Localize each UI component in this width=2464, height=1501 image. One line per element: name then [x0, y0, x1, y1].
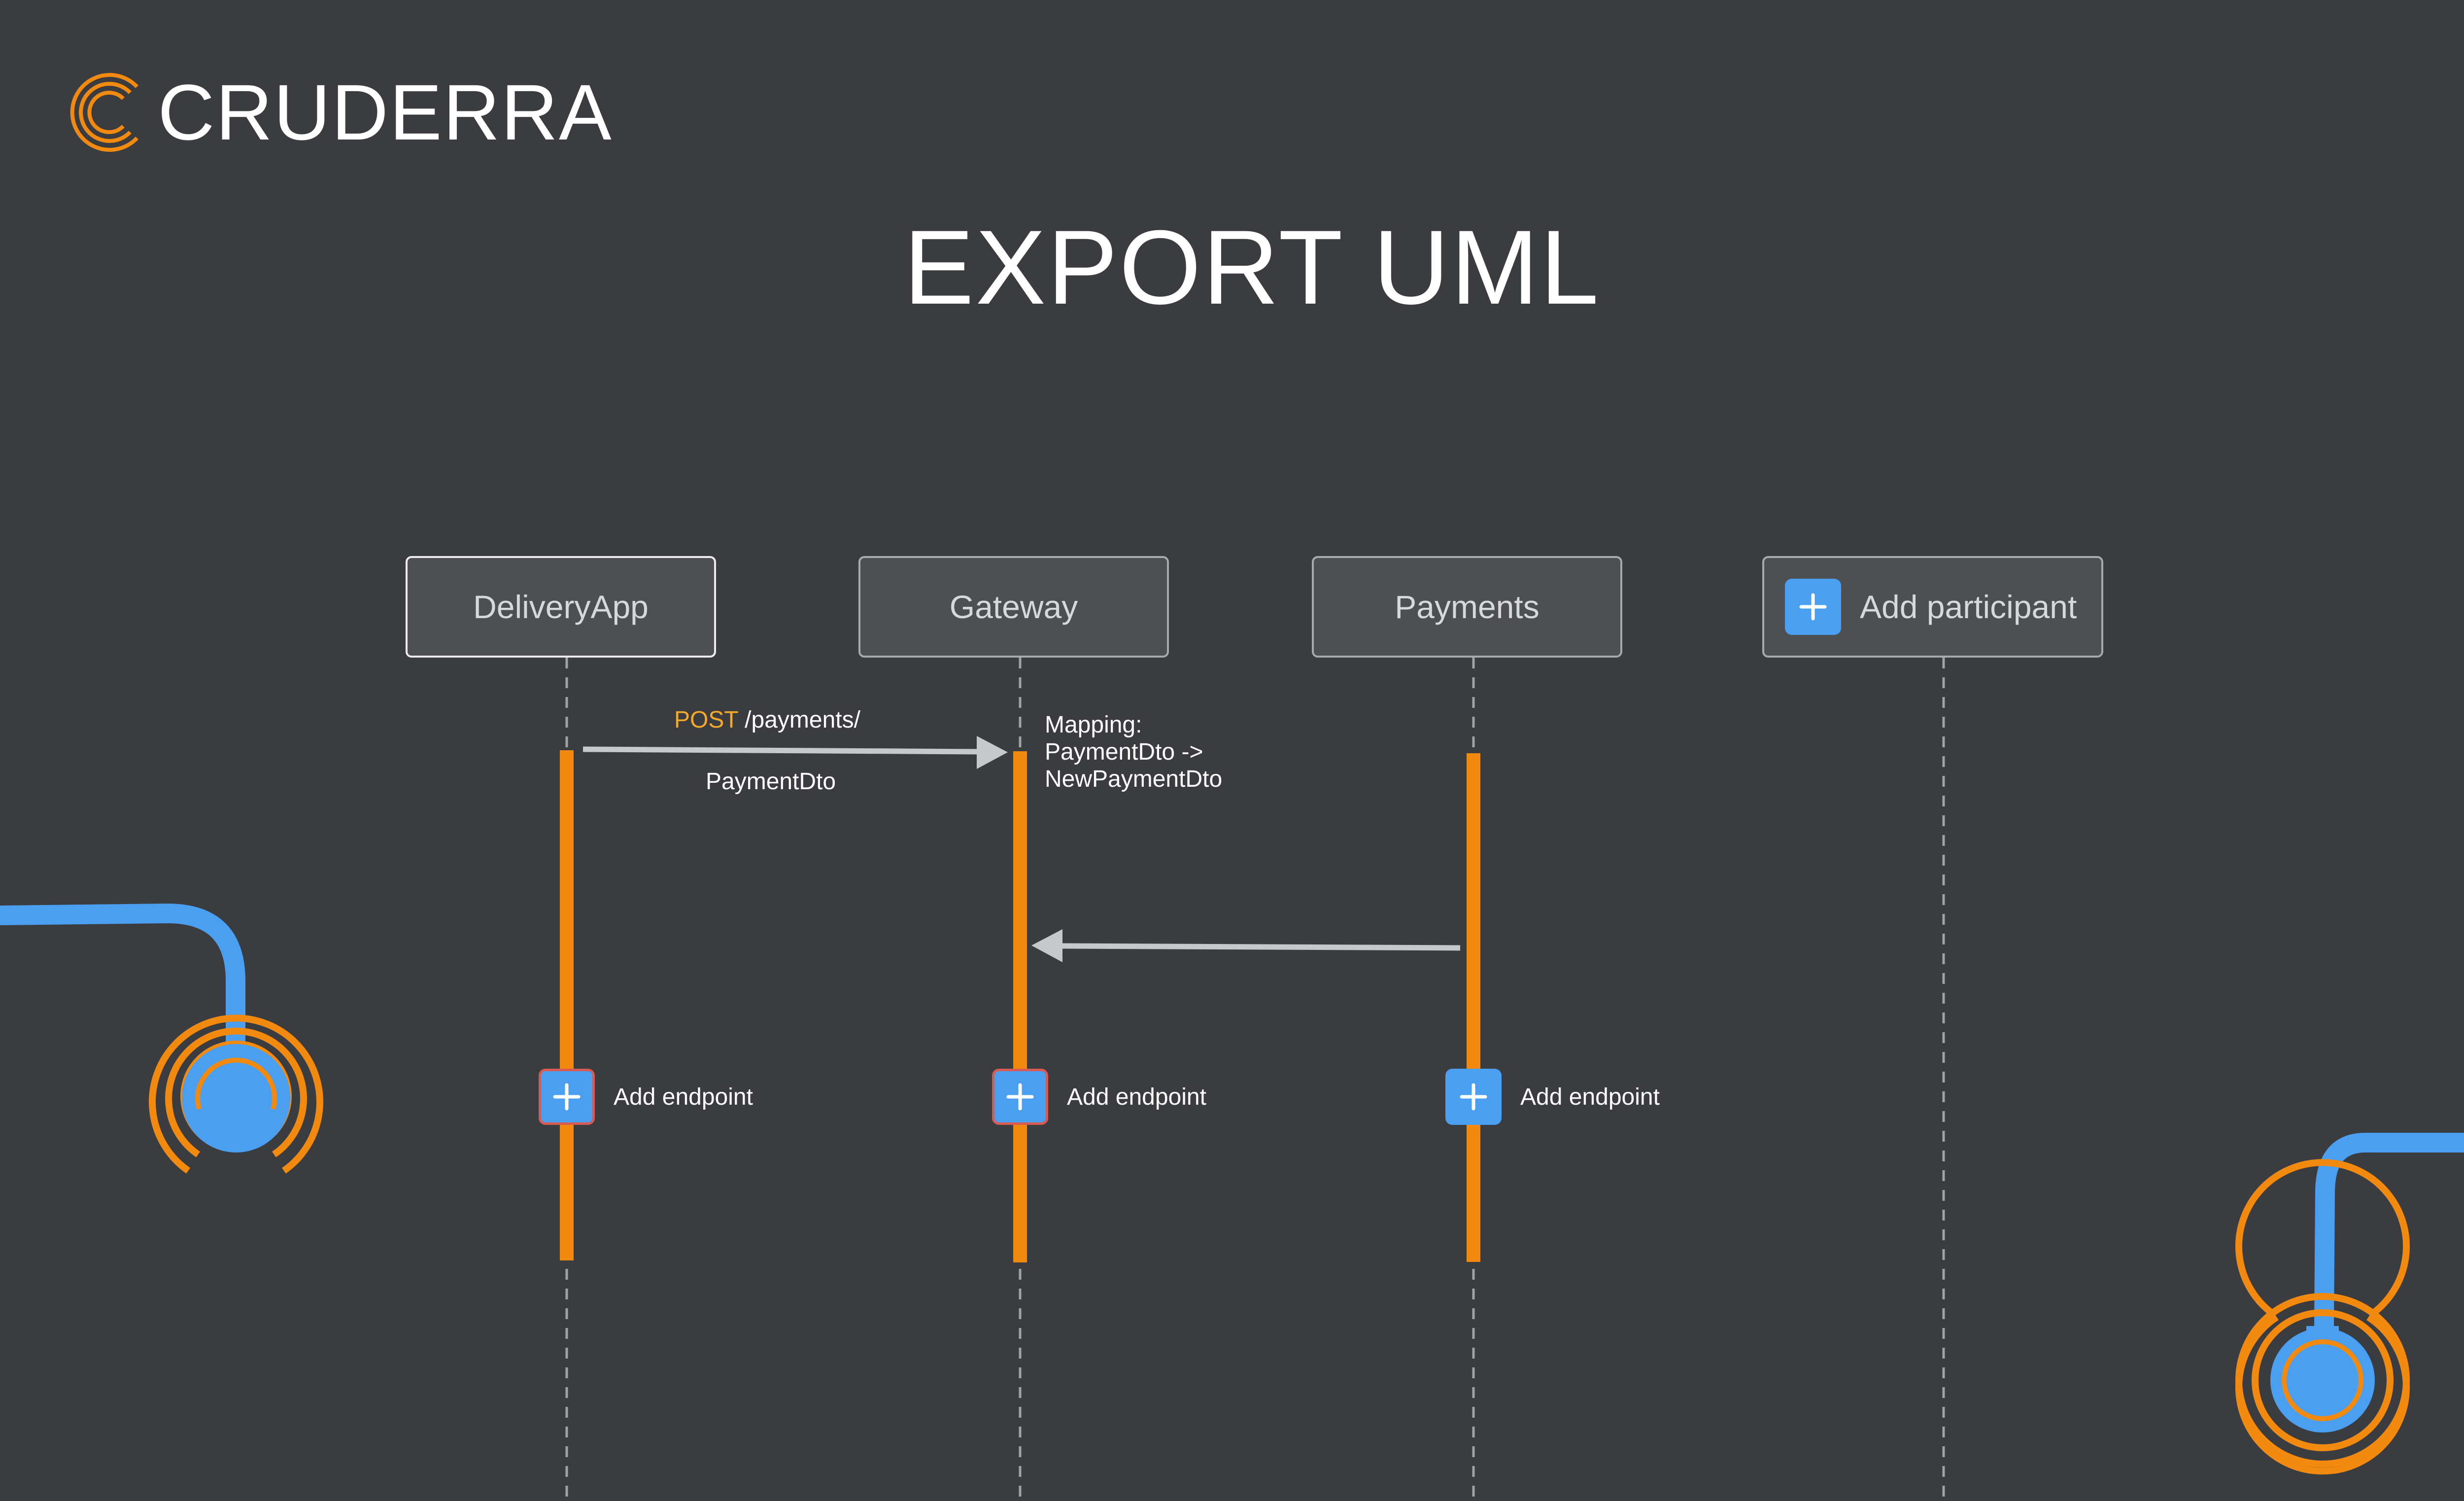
activation-bar-payments — [1467, 753, 1480, 1262]
add-endpoint-label: Add endpoint — [1067, 1083, 1206, 1110]
participant-label: Payments — [1395, 589, 1540, 625]
http-path: /payments/ — [745, 707, 860, 733]
add-endpoint-payments[interactable]: Add endpoint — [1445, 1067, 1660, 1126]
http-verb: POST — [674, 707, 738, 733]
activation-bar-deliveryapp — [560, 750, 574, 1260]
plus-icon[interactable] — [1445, 1069, 1502, 1125]
mapping-note-line: NewPaymentDto — [1045, 766, 1223, 793]
participant-label: Gateway — [949, 589, 1078, 625]
add-endpoint-gateway[interactable]: Add endpoint — [992, 1067, 1206, 1126]
cable-node-decoration-left — [0, 903, 323, 1174]
mapping-note-line: Mapping: — [1045, 712, 1142, 738]
add-endpoint-deliveryapp[interactable]: Add endpoint — [539, 1067, 753, 1126]
participant-payments[interactable]: Payments — [1312, 556, 1622, 658]
mapping-note: Mapping: PaymentDto -> NewPaymentDto — [1045, 711, 1222, 793]
participant-gateway[interactable]: Gateway — [858, 556, 1169, 658]
cable-node-decoration-right — [2235, 1133, 2464, 1475]
participant-label: DeliveryApp — [473, 589, 649, 625]
activation-bar-gateway — [1013, 751, 1027, 1262]
add-participant-label: Add participant — [1860, 589, 2077, 625]
plus-icon[interactable] — [1785, 579, 1841, 635]
page-title: EXPORT UML — [903, 209, 1601, 326]
plus-icon[interactable] — [992, 1069, 1048, 1125]
brand-name: CRUDERRA — [158, 68, 613, 156]
brand-logo[interactable]: CRUDERRA — [63, 63, 613, 162]
add-endpoint-label: Add endpoint — [1520, 1083, 1660, 1110]
add-participant-button[interactable]: Add participant — [1762, 556, 2103, 658]
mapping-note-line: PaymentDto -> — [1045, 739, 1203, 766]
message-body-label: PaymentDto — [706, 768, 836, 795]
message-arrow-return[interactable] — [1031, 929, 1461, 962]
plus-icon[interactable] — [539, 1069, 595, 1125]
participant-deliveryapp[interactable]: DeliveryApp — [406, 556, 716, 658]
message-arrow-post-payments[interactable] — [582, 736, 1008, 769]
add-endpoint-label: Add endpoint — [614, 1083, 753, 1110]
message-label-post: POST /payments/ — [674, 706, 860, 733]
cruderra-logo-icon — [70, 73, 138, 152]
